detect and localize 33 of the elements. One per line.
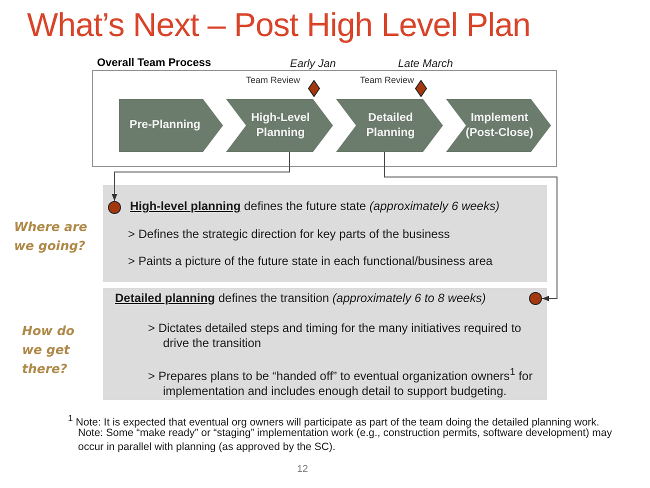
step-label: Pre-Planning bbox=[128, 118, 202, 134]
process-step-shape bbox=[336, 99, 443, 152]
step-label: High-Level Planning bbox=[250, 111, 311, 140]
process-step-shape bbox=[446, 99, 551, 152]
marker-dot bbox=[529, 292, 542, 305]
bullet-text: > Dictates detailed steps and timing for the many initiatives required to drive the transition bbox=[148, 320, 522, 352]
bullet-text: > Prepares plans to be “handed off” to eventual organization owners$^{1}$ for implementation and includes enough detail to support budgeting. bbox=[148, 366, 534, 400]
bullet-text: > Paints a picture of the future state in each functional/business area bbox=[128, 254, 494, 270]
question-label: Where are we going? bbox=[14, 218, 88, 255]
date-label: Early Jan bbox=[290, 58, 336, 70]
page-number: 12 bbox=[297, 463, 308, 476]
slide-title: What’s Next – Post High Level Plan bbox=[27, 6, 530, 44]
panel-heading: High-level planning defines the future state (approximately 6 weeks) bbox=[130, 199, 500, 215]
review-label: Team Review bbox=[360, 75, 414, 85]
milestone-diamond bbox=[415, 80, 427, 97]
date-label: Late March bbox=[398, 58, 454, 70]
text-panel bbox=[103, 288, 547, 400]
bullet-text: > Defines the strategic direction for key parts of the business bbox=[128, 226, 451, 242]
review-label: Team Review bbox=[246, 75, 300, 85]
connector-arrow bbox=[384, 152, 558, 302]
milestone-diamond bbox=[308, 80, 320, 97]
question-label: How do we get there? bbox=[22, 322, 76, 378]
connector-arrow bbox=[112, 152, 290, 202]
step-label: Detailed Planning bbox=[365, 111, 416, 140]
section-heading: Overall Team Process bbox=[97, 57, 212, 69]
process-step-shape bbox=[226, 99, 333, 152]
footnote: Note: Some “make ready” or “staging” implementation work (e.g., construction permits, software development) may occur in parallel with planning (as approved by the SC). bbox=[78, 427, 613, 454]
footnote: $^{1}$ Note: It is expected that eventual org owners will participate as part of the team doing the detailed planning work. bbox=[68, 413, 600, 428]
panel-heading: Detailed planning defines the transition (approximately 6 to 8 weeks) bbox=[115, 291, 487, 307]
marker-dot bbox=[108, 201, 121, 214]
process-step-shape bbox=[119, 99, 223, 152]
text-panel bbox=[103, 185, 547, 282]
step-label: Implement (Post-Close) bbox=[464, 111, 534, 140]
